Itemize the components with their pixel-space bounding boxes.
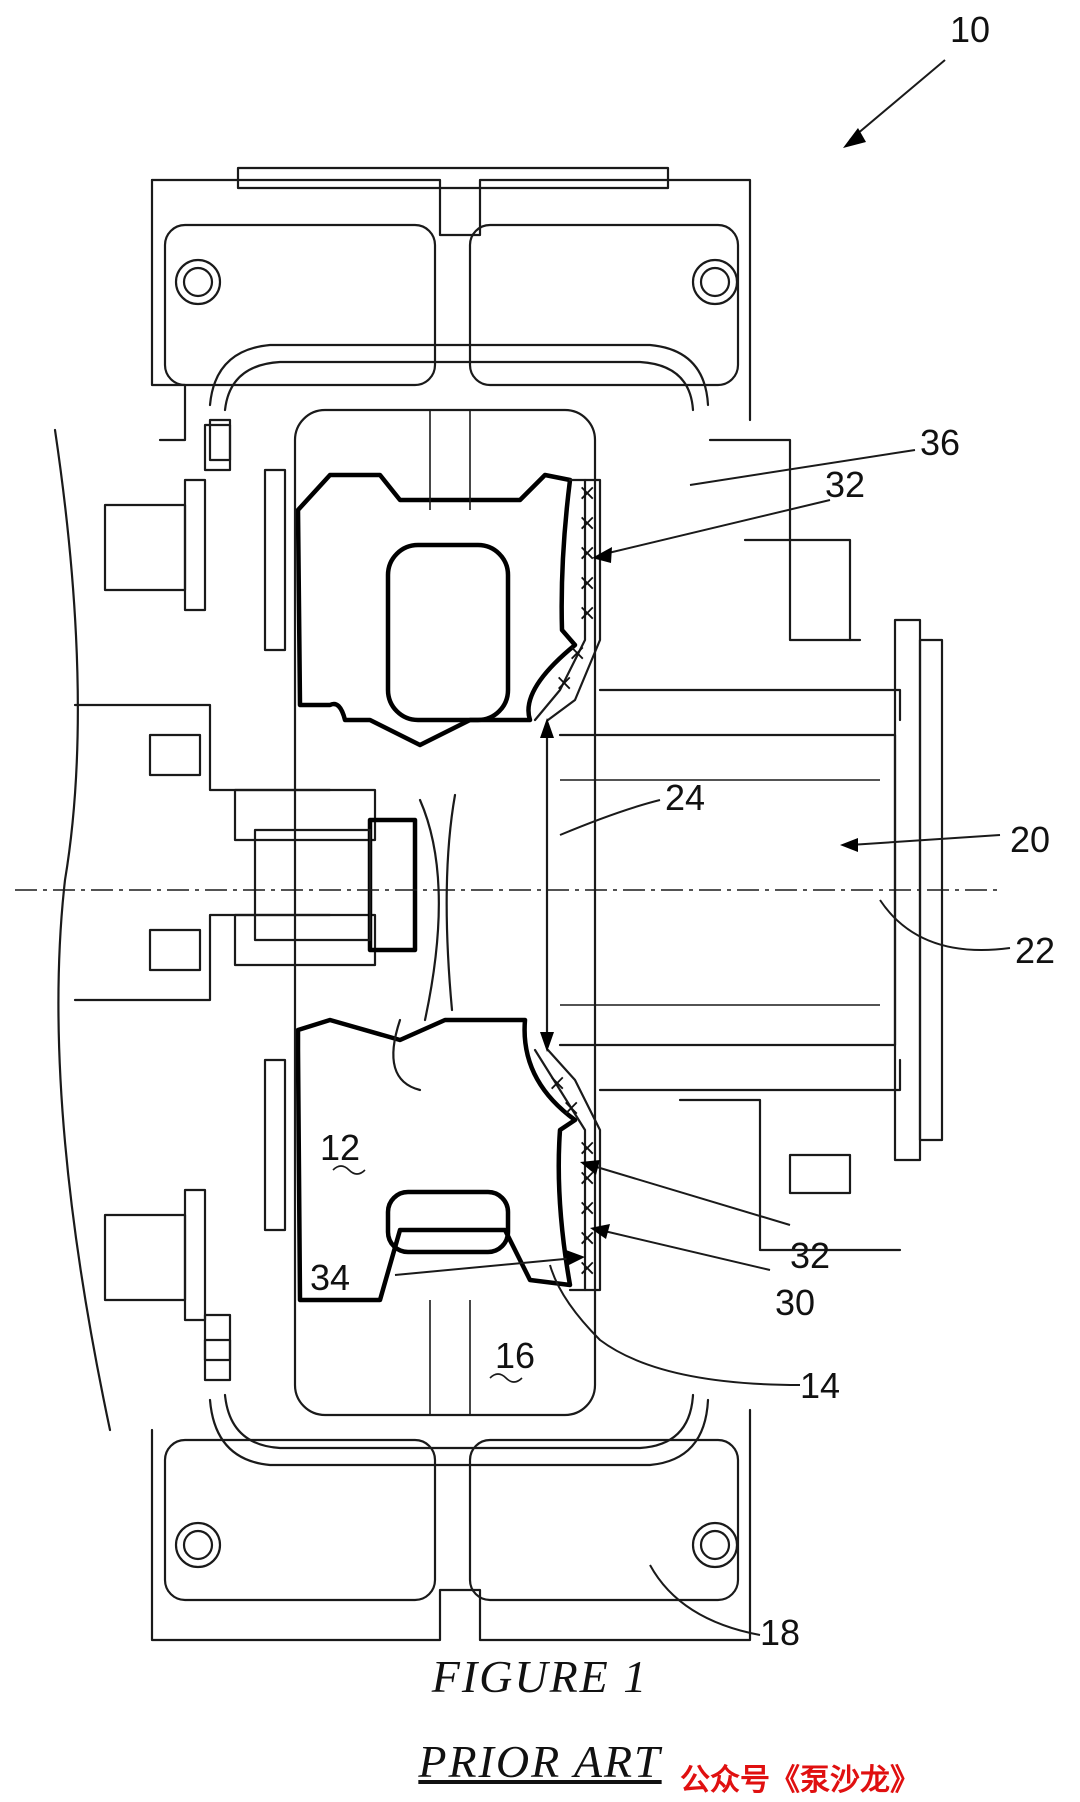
- svg-text:×: ×: [578, 481, 596, 506]
- wear-ring-crosshatch: × × × × × × × × × × × × × ×: [533, 478, 602, 1292]
- svg-text:×: ×: [578, 1166, 596, 1191]
- ref-numeral-12: 12: [320, 1127, 360, 1168]
- svg-text:×: ×: [578, 571, 596, 596]
- svg-text:×: ×: [555, 671, 573, 696]
- svg-text:×: ×: [578, 1136, 596, 1161]
- ref-numeral-32-top: 32: [825, 464, 865, 505]
- svg-text:×: ×: [568, 641, 586, 666]
- ref-numeral-32-bottom: 32: [790, 1235, 830, 1276]
- ref-numeral-10: 10: [950, 9, 990, 50]
- figure-title: FIGURE 1: [431, 1651, 649, 1702]
- bearing-and-seal-assembly: [73, 418, 377, 1382]
- svg-text:×: ×: [578, 601, 596, 626]
- svg-text:×: ×: [562, 1096, 580, 1121]
- impeller: [295, 472, 578, 1303]
- ref-numeral-30: 30: [775, 1282, 815, 1323]
- ref-numeral-14: 14: [800, 1365, 840, 1406]
- volute-casing: [293, 408, 597, 1417]
- outer-housing: [53, 166, 752, 1642]
- svg-text:×: ×: [578, 511, 596, 536]
- clearance-arrow: [540, 718, 554, 1052]
- svg-text:×: ×: [578, 541, 596, 566]
- ref-numeral-36: 36: [920, 422, 960, 463]
- watermark-text: 公众号《泵沙龙》: [680, 1763, 920, 1798]
- suction-inlet: [558, 438, 944, 1252]
- ref-numeral-18: 18: [760, 1612, 800, 1653]
- figure-subtitle: PRIOR ART: [418, 1736, 662, 1787]
- svg-text:×: ×: [578, 1196, 596, 1221]
- shaft: [253, 817, 418, 953]
- svg-text:×: ×: [548, 1071, 566, 1096]
- ref-numeral-34: 34: [310, 1257, 350, 1298]
- svg-text:×: ×: [578, 1256, 596, 1281]
- ref-numeral-16: 16: [495, 1335, 535, 1376]
- leader-lines: [332, 59, 1011, 1636]
- ref-numeral-24: 24: [665, 777, 705, 818]
- ref-numeral-22: 22: [1015, 930, 1055, 971]
- ref-numeral-20: 20: [1010, 819, 1050, 860]
- svg-text:×: ×: [578, 1226, 596, 1251]
